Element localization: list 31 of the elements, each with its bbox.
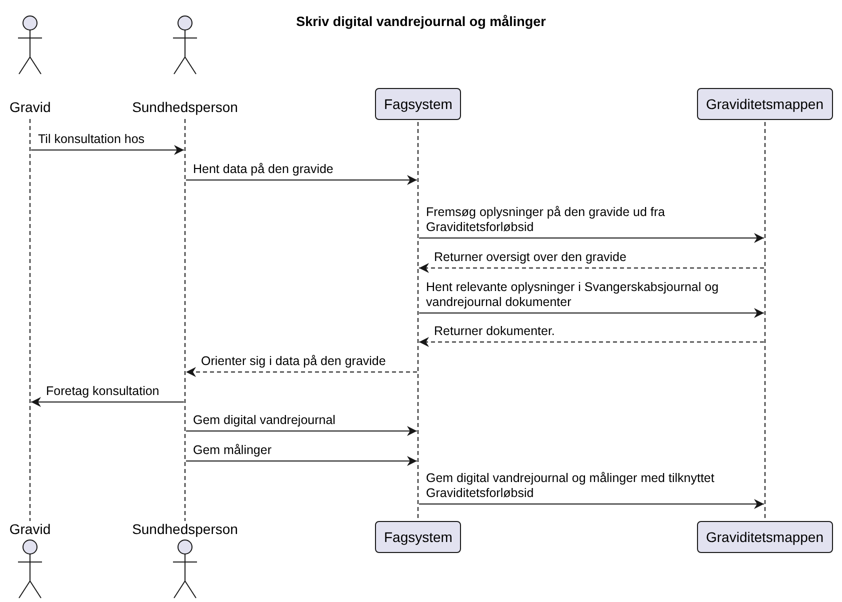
- actor-name: Sundhedsperson: [132, 521, 238, 537]
- dashed-arrow: [186, 367, 418, 377]
- dashed-arrow: [418, 263, 764, 273]
- arrow: [30, 145, 184, 155]
- diagram-title: Skriv digital vandrejournal og målinger: [296, 14, 546, 29]
- arrow: [186, 175, 418, 185]
- message-label: Til konsultation hos: [38, 132, 145, 147]
- arrow: [418, 233, 764, 243]
- dashed-arrow: [418, 337, 764, 347]
- message-label: Gem målinger: [193, 443, 272, 458]
- message-label: Hent data på den gravide: [193, 162, 334, 177]
- actor-name: Gravid: [9, 521, 51, 537]
- message-label: Fremsøg oplysninger på den gravide ud fra Graviditetsforløbsid: [426, 205, 666, 235]
- participant-box: Graviditetsmappen: [697, 521, 833, 553]
- participant-box: Fagsystem: [375, 521, 462, 553]
- message-label: Gem digital vandrejournal og målinger med tilknyttet Graviditetsforløbsid: [426, 471, 716, 501]
- message-label: Foretag konsultation: [46, 384, 160, 399]
- arrow: [418, 499, 764, 509]
- arrow: [186, 456, 418, 466]
- message-label: Orienter sig i data på den gravide: [201, 354, 386, 369]
- arrow: [30, 397, 184, 407]
- message-label: Returner oversigt over den gravide: [434, 250, 626, 265]
- actor-name: Sundhedsperson: [132, 99, 238, 115]
- message-label: Returner dokumenter.: [434, 324, 555, 339]
- message-label: Gem digital vandrejournal: [193, 413, 336, 428]
- arrow: [418, 308, 764, 318]
- actor-name: Gravid: [10, 99, 51, 115]
- participant-box: Fagsystem: [375, 88, 462, 120]
- participant-box: Graviditetsmappen: [697, 88, 833, 120]
- arrow: [186, 426, 418, 436]
- message-label: Hent relevante oplysninger i Svangerskabsjournal og vandrejournal dokumenter: [426, 280, 720, 310]
